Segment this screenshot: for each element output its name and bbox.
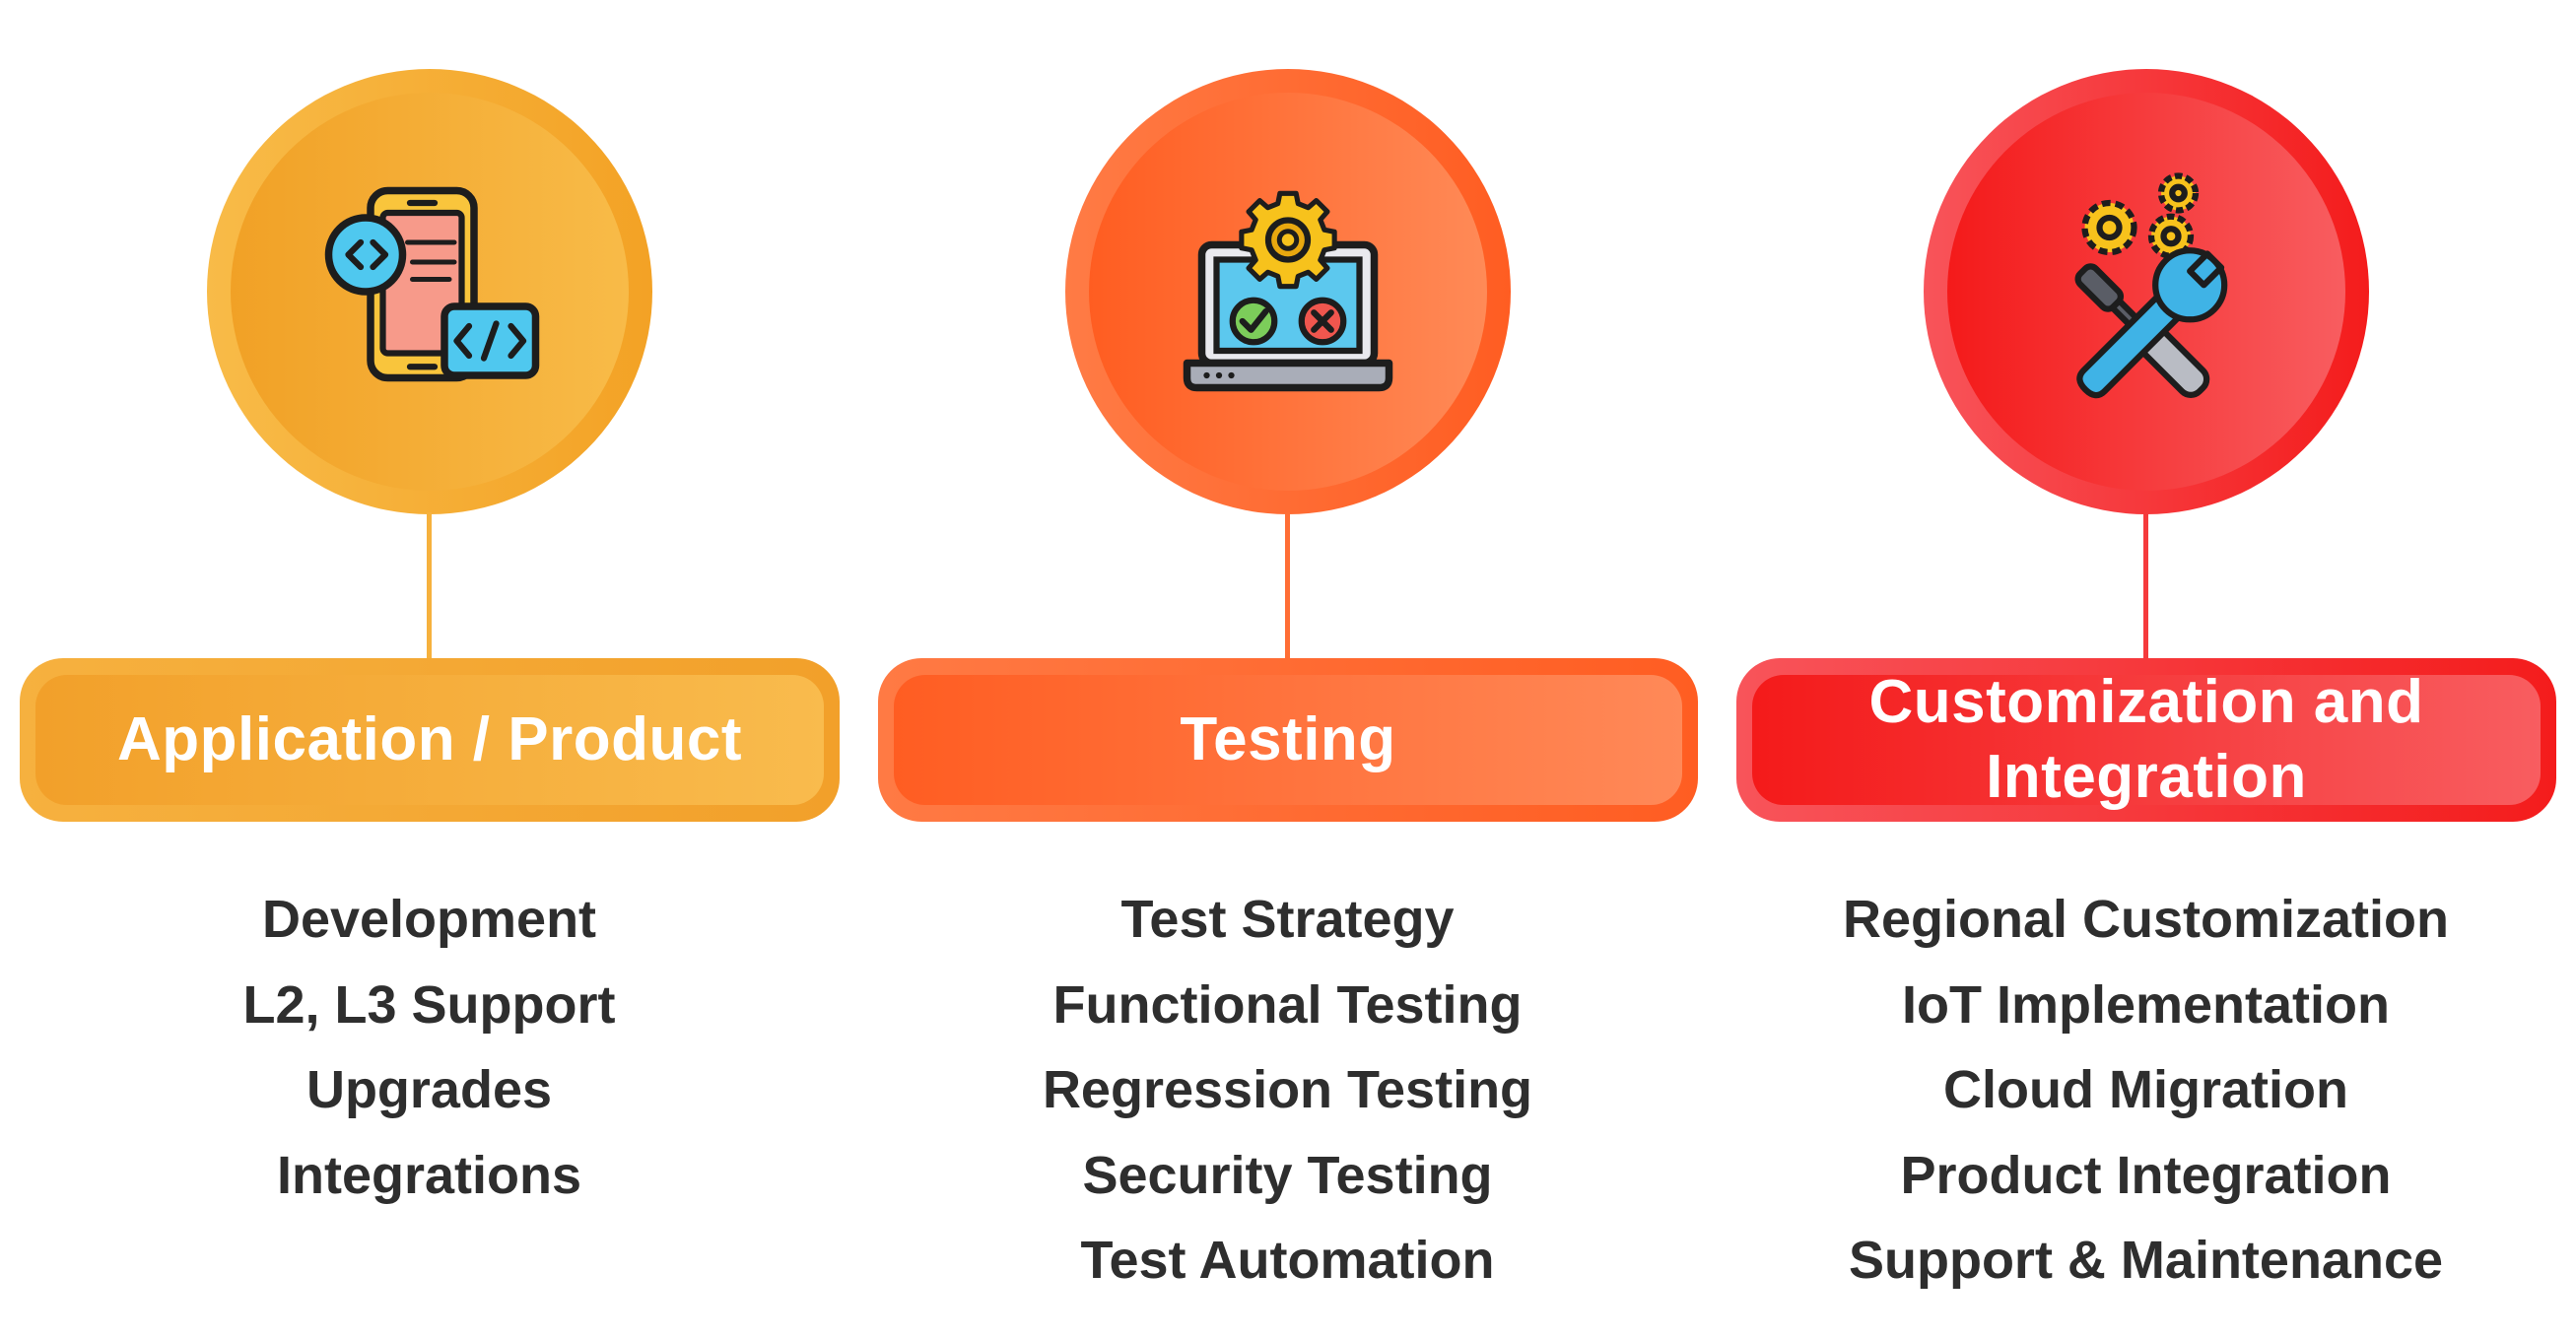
list-item: Security Testing (1082, 1145, 1493, 1205)
service-list: Regional Customization IoT Implementatio… (1717, 877, 2575, 1304)
column-customization-integration: Customization and Integration Regional C… (1717, 0, 2575, 1339)
list-item: Cloud Migration (1943, 1060, 2348, 1119)
category-title: Application / Product (117, 705, 742, 773)
icon-circle-inner (1089, 93, 1487, 491)
category-pill-inner: Testing (894, 675, 1682, 805)
connector-line (2143, 512, 2148, 660)
service-list: Development L2, L3 Support Upgrades Inte… (0, 877, 858, 1218)
list-item: IoT Implementation (1901, 974, 2391, 1035)
list-item: L2, L3 Support (242, 974, 616, 1035)
list-item: Regional Customization (1842, 890, 2449, 949)
category-title: Customization and Integration (1868, 665, 2423, 815)
icon-circle (207, 69, 652, 514)
category-pill: Customization and Integration (1736, 658, 2556, 822)
mobile-code-icon (324, 186, 540, 382)
category-pill-inner: Customization and Integration (1752, 668, 2541, 811)
category-title-line: Customization and (1868, 668, 2424, 736)
icon-circle-inner (1947, 93, 2345, 491)
column-testing: Testing Test Strategy Functional Testing… (858, 0, 1717, 1339)
list-item: Test Strategy (1120, 890, 1455, 949)
icon-circle-inner (231, 93, 629, 491)
service-list: Test Strategy Functional Testing Regress… (858, 877, 1717, 1304)
connector-line (1285, 512, 1290, 660)
tools-gears-icon (2074, 172, 2228, 399)
list-item: Support & Maintenance (1848, 1231, 2444, 1290)
column-application-product: Application / Product Development L2, L3… (0, 0, 858, 1339)
list-item: Integrations (276, 1145, 582, 1205)
category-title: Testing (1180, 705, 1396, 773)
category-pill: Application / Product (20, 658, 840, 822)
list-item: Development (261, 890, 597, 949)
list-item: Functional Testing (1052, 974, 1523, 1035)
category-pill-inner: Application / Product (35, 675, 824, 805)
category-title-line: Integration (1986, 743, 2307, 811)
list-item: Product Integration (1900, 1145, 2392, 1205)
list-item: Regression Testing (1042, 1060, 1533, 1119)
laptop-gear-test-icon (1183, 190, 1393, 392)
category-pill: Testing (878, 658, 1698, 822)
list-item: Upgrades (305, 1060, 553, 1119)
icon-circle (1065, 69, 1511, 514)
list-item: Test Automation (1080, 1231, 1495, 1290)
icon-circle (1924, 69, 2369, 514)
connector-line (427, 512, 432, 660)
